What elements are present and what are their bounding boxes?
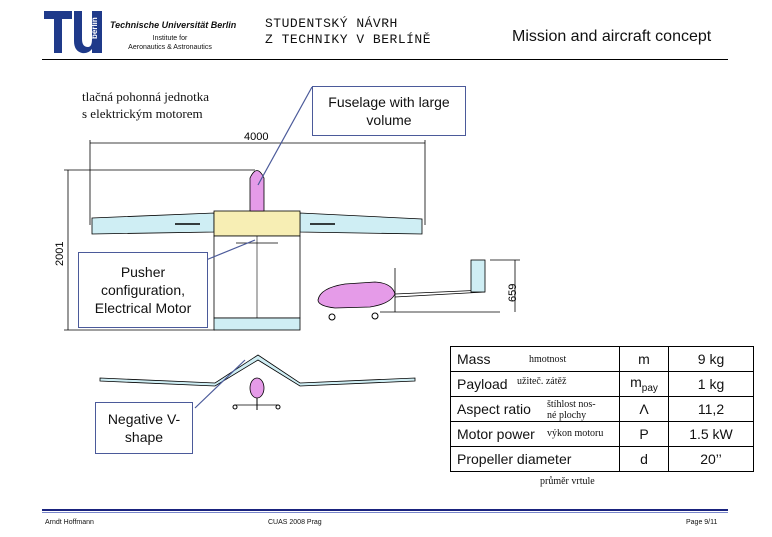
- institute-name: Institute for Aeronautics & Astronautics: [118, 34, 222, 52]
- footer-bar: [42, 509, 728, 511]
- spec-cz: hmotnost: [529, 354, 567, 365]
- czech-title-line2: Z TECHNIKY V BERLÍNĚ: [265, 32, 432, 47]
- callout-pointers: [194, 86, 313, 409]
- spec-symbol: mpay: [619, 371, 669, 397]
- page-title: Mission and aircraft concept: [512, 28, 712, 45]
- symbol-subscript: pay: [641, 382, 658, 394]
- dim-length: 2001: [54, 242, 66, 266]
- spec-value: 9 kg: [668, 346, 754, 372]
- footer-author: Arndt Hoffmann: [45, 519, 94, 526]
- spec-symbol: P: [619, 421, 669, 447]
- spec-symbol: d: [619, 446, 669, 472]
- header-divider: [42, 59, 728, 60]
- czech-title: STUDENTSKÝ NÁVRH Z TECHNIKY V BERLÍNĚ: [265, 16, 431, 48]
- spec-value: 1.5 kW: [668, 421, 754, 447]
- czech-pusher-label: tlačná pohonná jednotka s elektrickým mo…: [82, 88, 209, 122]
- spec-value: 11,2: [668, 396, 754, 422]
- negative-vshape-callout: Negative V-shape: [95, 402, 193, 454]
- dim-span: 4000: [244, 131, 268, 143]
- spec-value: 1 kg: [668, 371, 754, 397]
- institute-line2: Aeronautics & Astronautics: [128, 44, 212, 51]
- tu-berlin-logo: berlin: [42, 9, 104, 55]
- table-row: Propeller diameter d 20’’: [450, 446, 754, 472]
- spec-symbol: Λ: [619, 396, 669, 422]
- spec-cz: štíhlost nos- né plochy: [547, 399, 596, 421]
- front-view: [99, 354, 416, 410]
- propeller-cz-label: průměr vrtule: [540, 476, 595, 487]
- footer-page: Page 9/11: [686, 519, 718, 526]
- spec-cz: užiteč. zátěž: [517, 376, 567, 387]
- university-name: Technische Universität Berlin: [110, 20, 237, 30]
- czech-pusher-line1: tlačná pohonná jednotka: [82, 89, 210, 104]
- fuselage-nose: [249, 170, 265, 212]
- spec-symbol: m: [619, 346, 669, 372]
- vertical-tail: [470, 259, 486, 293]
- spec-value: 20’’: [668, 446, 754, 472]
- spec-cz: výkon motoru: [547, 428, 604, 439]
- footer-bar-thin: [42, 512, 728, 513]
- czech-pusher-line2: s elektrickým motorem: [82, 106, 203, 121]
- dim-height: 659: [507, 284, 519, 302]
- logo-text: berlin: [90, 17, 99, 39]
- side-view: [317, 259, 520, 321]
- fuselage-callout: Fuselage with large volume: [312, 86, 466, 136]
- side-fuselage: [317, 281, 396, 309]
- czech-title-line1: STUDENTSKÝ NÁVRH: [265, 16, 398, 31]
- institute-line1: Institute for: [152, 35, 188, 42]
- top-view-dimensions: [64, 140, 426, 331]
- horizontal-tail: [213, 317, 301, 331]
- wing-center-section: [213, 210, 301, 237]
- spec-name: Propeller diameter: [450, 446, 620, 472]
- pusher-callout: Pusher configuration, Electrical Motor: [78, 252, 208, 328]
- footer-event: CUAS 2008 Prag: [268, 519, 322, 526]
